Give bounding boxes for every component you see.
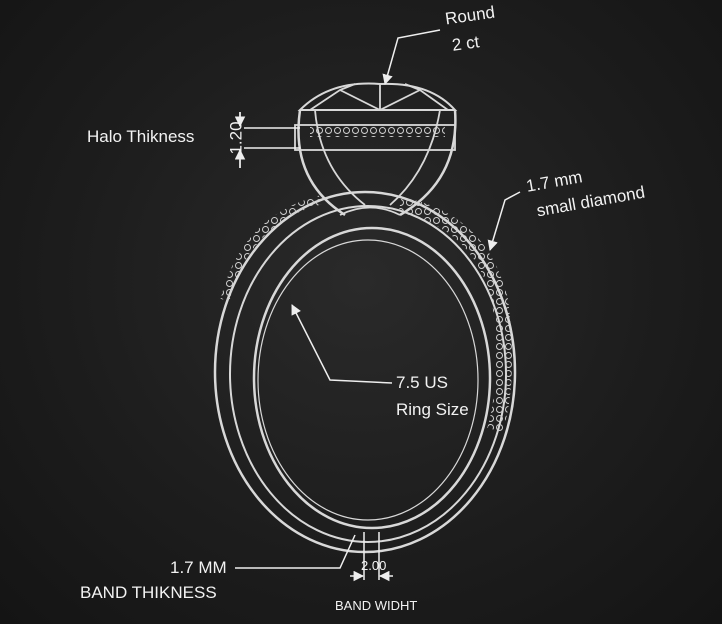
band-outer-2 — [229, 205, 507, 543]
ring-size-label: Ring Size — [396, 400, 469, 419]
halo-thickness-label: Halo Thikness — [87, 127, 195, 146]
head — [294, 82, 458, 217]
band-thickness-label: BAND THIKNESS — [80, 583, 217, 602]
band-width-label: BAND WIDHT — [335, 598, 418, 613]
band-width-value: 2.00 — [361, 558, 387, 573]
halo-thickness-value: 1.20 — [226, 121, 246, 155]
band-inner — [252, 226, 492, 530]
band-outer — [213, 190, 517, 554]
ring-size-value: 7.5 US — [396, 373, 448, 392]
pave-diamonds — [398, 197, 512, 433]
stone-weight-label: 2 ct — [450, 32, 481, 55]
band-thickness-value: 1.7 MM — [170, 558, 227, 577]
band-inner-2 — [257, 239, 479, 521]
stone-arrow — [382, 29, 441, 86]
